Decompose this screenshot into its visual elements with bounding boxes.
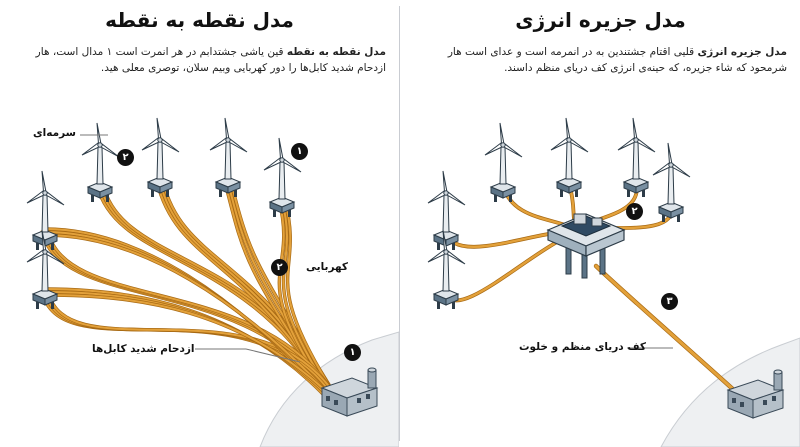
onshore-substation-icon [320,367,379,417]
wind-turbine-icon [81,122,120,202]
wind-turbine-icon [141,117,180,197]
wind-turbine-icon [209,117,248,197]
badge-2-cables: ۲ [271,259,288,276]
badge-2-island: ۲ [626,203,643,220]
left-panel-title: مدل نقطه به نقطه [105,8,294,32]
left-desc-bold: مدل نقطه به نقطه [286,46,386,58]
wind-turbine-icon [550,117,589,197]
energy-island-hub-icon [546,213,626,279]
wind-turbine-icon [427,170,466,250]
wind-turbine-icon [652,142,691,222]
right-panel-title: مدل جزیره انرژی [515,8,686,32]
badge-2-turbine: ۲ [117,149,134,166]
turbine-array [427,117,691,309]
badge-3-export: ۳ [661,293,678,310]
wind-turbine-icon [484,122,523,202]
label-navy: سرمه‌ای [33,127,76,139]
energy-island-panel: مدل جزیره انرژی مدل جزیره انرژی قلیی اقت… [401,0,800,447]
right-desc-text: قلیی اقتام جشتندین به در انمرمه است و عد… [447,46,787,74]
point-to-point-diagram [26,117,399,447]
left-desc-text: قین یاشی جشتدابم در هر انمرت است ۱ مدال … [35,46,386,74]
panel-divider [399,6,400,441]
onshore-substation-icon [726,369,785,419]
badge-1-turbine: ۱ [291,143,308,160]
right-panel-description: مدل جزیره انرژی قلیی اقتام جشتندین به در… [415,44,787,76]
wind-turbine-icon [427,229,466,309]
wind-turbine-icon [26,170,65,250]
label-amber: کهربایی [306,261,349,273]
wind-turbine-icon [26,229,65,309]
turbine-array [26,117,302,309]
badge-1-congestion: ۱ [344,344,361,361]
label-clean-seabed: کف دریای منظم و خلوت [519,341,646,353]
left-panel-description: مدل نقطه به نقطه قین یاشی جشتدابم در هر … [14,44,386,76]
island-cables [444,180,739,395]
wind-turbine-icon [617,117,656,197]
energy-island-diagram [427,117,800,447]
right-desc-bold: مدل جزیره انرژی [697,46,787,58]
point-to-point-panel: مدل نقطه به نقطه مدل نقطه به نقطه قین یا… [0,0,399,447]
label-cable-congestion: ازدحام شدید کابل‌ها [92,343,195,355]
wind-turbine-icon [263,137,302,217]
cable-bundle [40,180,335,396]
